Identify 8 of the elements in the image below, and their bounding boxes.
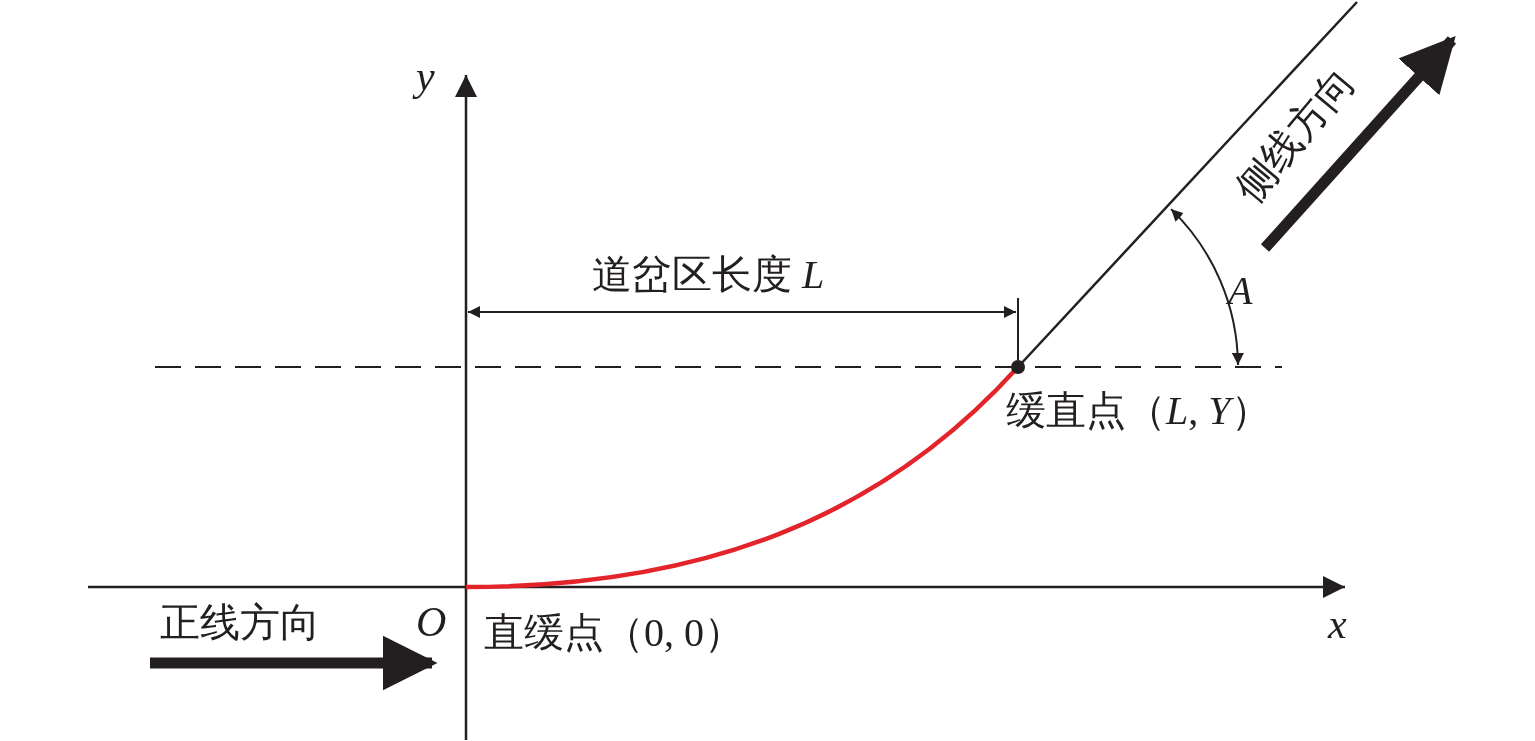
dimension-label: 道岔区长度 L bbox=[592, 252, 825, 298]
point-label: 缓直点（L, Y） bbox=[1006, 388, 1271, 434]
direction-label: 侧线方向 bbox=[1225, 58, 1365, 212]
point-label: 直缓点（0, 0） bbox=[484, 610, 744, 656]
direction-label: 正线方向 bbox=[160, 600, 320, 646]
origin-label: O bbox=[416, 598, 447, 647]
axis-label: x bbox=[1328, 600, 1347, 649]
angle-label: A bbox=[1228, 268, 1253, 314]
